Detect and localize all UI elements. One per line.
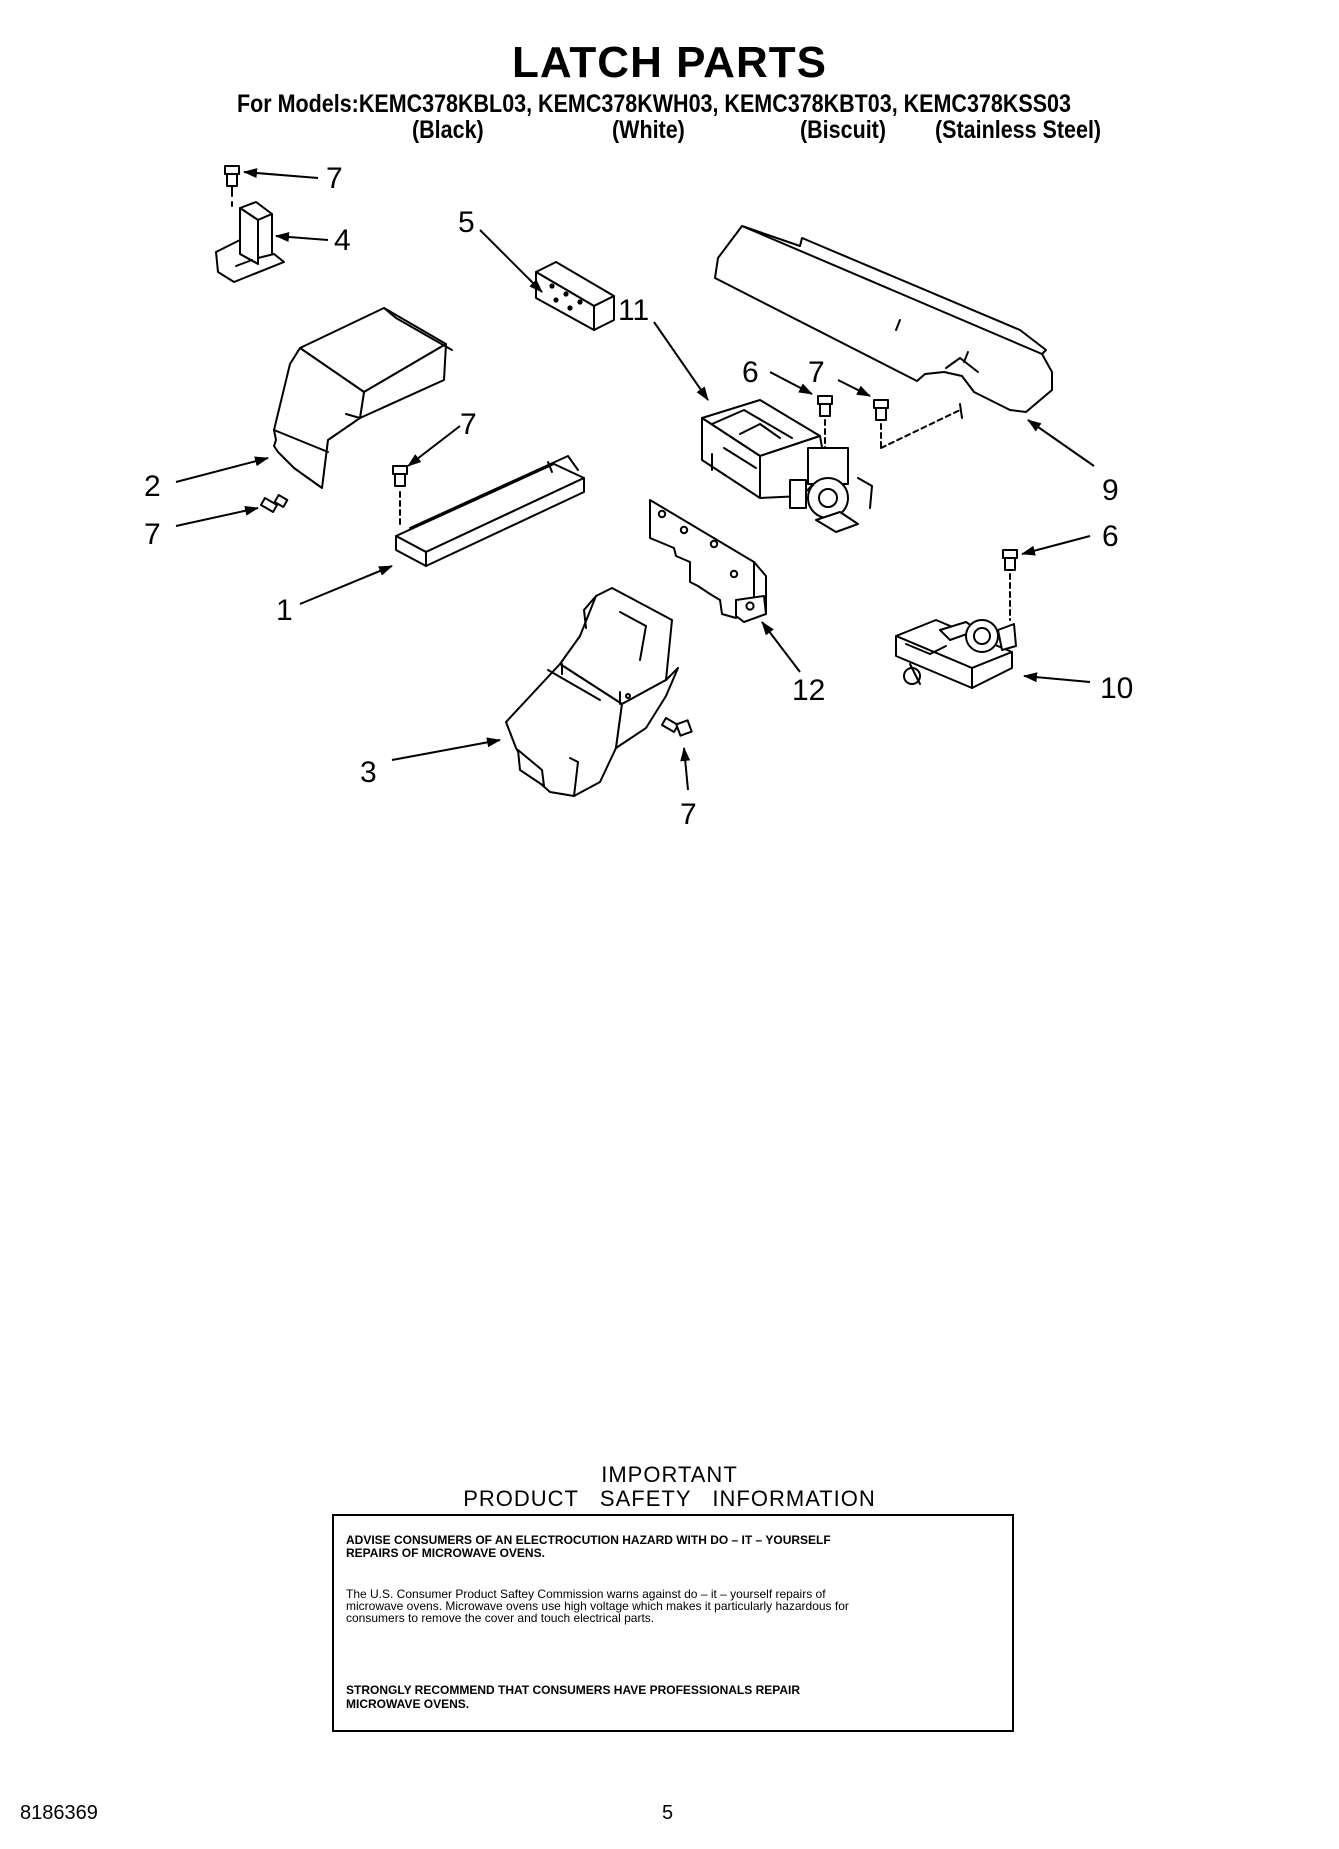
part-1-channel <box>395 455 585 567</box>
callout-1: 1 <box>276 594 293 627</box>
variant-white: (White) <box>612 116 685 144</box>
callout-5: 5 <box>458 206 475 239</box>
screw-part3 <box>660 717 693 737</box>
screw-part2 <box>259 494 289 513</box>
safety-recommend-line2: MICROWAVE OVENS. <box>346 1697 470 1711</box>
safety-advise-line2: REPAIRS OF MICROWAVE OVENS. <box>346 1546 545 1560</box>
safety-info-box: ADVISE CONSUMERS OF AN ELECTROCUTION HAZ… <box>332 1514 1014 1732</box>
callout-7: 7 <box>680 798 697 831</box>
part-2-duct <box>273 307 453 489</box>
callout-6: 6 <box>1102 520 1119 553</box>
part-4-bracket <box>215 201 285 283</box>
callout-9: 9 <box>1102 474 1119 507</box>
models-line: For Models:KEMC378KBL03, KEMC378KWH03, K… <box>237 90 1071 118</box>
screw-part11-right <box>873 399 961 449</box>
safety-advise-line1: ADVISE CONSUMERS OF AN ELECTROCUTION HAZ… <box>346 1533 831 1547</box>
callout-12: 12 <box>792 674 825 707</box>
safety-heading-important: IMPORTANT <box>601 1462 738 1487</box>
page-title: LATCH PARTS <box>512 38 827 87</box>
footer-part-number: 8186369 <box>20 1802 98 1824</box>
safety-recommend-line1: STRONGLY RECOMMEND THAT CONSUMERS HAVE P… <box>346 1683 801 1697</box>
callout-7: 7 <box>808 356 825 389</box>
callout-7: 7 <box>144 518 161 551</box>
screw-part1 <box>392 465 408 529</box>
callout-3: 3 <box>360 756 377 789</box>
callout-2: 2 <box>144 470 161 503</box>
callout-11: 11 <box>618 294 649 327</box>
variant-biscuit: (Biscuit) <box>800 116 886 144</box>
callout-4: 4 <box>334 224 351 257</box>
callout-6: 6 <box>742 356 759 389</box>
safety-warning-line2: microwave ovens. Microwave ovens use hig… <box>346 1599 849 1613</box>
callout-10: 10 <box>1100 672 1133 705</box>
variant-black: (Black) <box>412 116 484 144</box>
safety-warning-line3: consumers to remove the cover and touch … <box>346 1611 655 1625</box>
footer-page-number: 5 <box>662 1802 674 1824</box>
part-9-top-cover <box>714 225 1053 419</box>
part-11-latch-assembly <box>701 399 873 533</box>
safety-heading-title: PRODUCT SAFETY INFORMATION <box>463 1486 876 1511</box>
screw-part11-left <box>817 395 833 449</box>
part-12-plate <box>649 499 767 623</box>
screw-top-left <box>224 165 240 211</box>
variant-stainless-steel: (Stainless Steel) <box>935 116 1102 144</box>
callout-7: 7 <box>326 162 343 195</box>
part-5-block <box>535 261 615 331</box>
callout-7: 7 <box>460 408 477 441</box>
part-3-formed-bracket <box>505 587 679 797</box>
screw-part10 <box>1002 549 1018 621</box>
safety-warning-line1: The U.S. Consumer Product Saftey Commiss… <box>346 1587 826 1601</box>
part-10-switch-assembly <box>895 619 1017 689</box>
